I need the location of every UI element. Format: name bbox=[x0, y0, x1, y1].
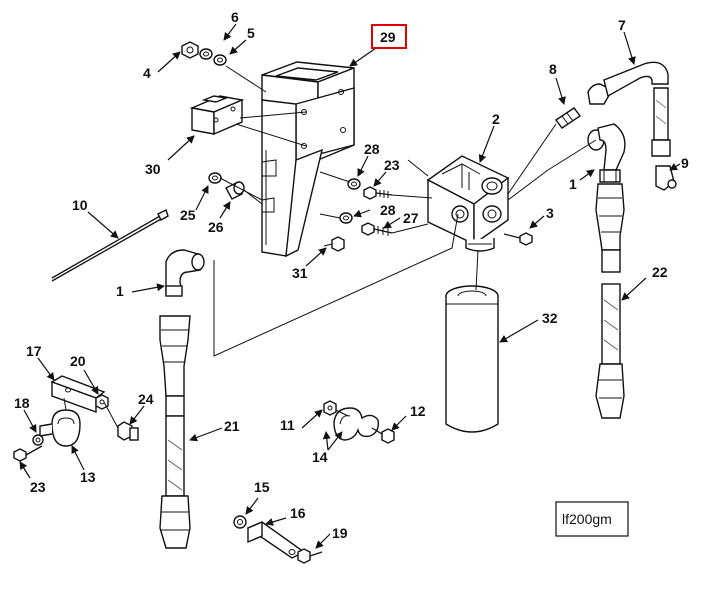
washer-28a[interactable] bbox=[347, 178, 361, 190]
clamp-bracket-17[interactable] bbox=[50, 375, 106, 413]
callout-32[interactable]: 32 bbox=[542, 310, 558, 326]
bolt-3[interactable] bbox=[503, 232, 533, 246]
bolt-27[interactable] bbox=[361, 222, 393, 236]
spacer-block[interactable] bbox=[189, 95, 245, 136]
callout-28-top[interactable]: 28 bbox=[364, 141, 380, 157]
callout-19[interactable]: 19 bbox=[332, 525, 348, 541]
callout-26[interactable]: 26 bbox=[208, 219, 224, 235]
nut-15[interactable] bbox=[233, 515, 247, 529]
leader-lines bbox=[19, 23, 681, 549]
washer-18[interactable] bbox=[32, 434, 44, 446]
callout-5[interactable]: 5 bbox=[247, 25, 255, 41]
callout-20[interactable]: 20 bbox=[70, 353, 86, 369]
bolt-19[interactable] bbox=[297, 548, 323, 564]
callout-6[interactable]: 6 bbox=[231, 9, 239, 25]
callout-12[interactable]: 12 bbox=[410, 403, 426, 419]
callout-30[interactable]: 30 bbox=[145, 161, 161, 177]
callout-15[interactable]: 15 bbox=[254, 479, 270, 495]
flat-washer[interactable] bbox=[213, 54, 227, 66]
bolt-23b[interactable] bbox=[13, 445, 43, 462]
callout-4[interactable]: 4 bbox=[143, 65, 151, 81]
filter-element[interactable] bbox=[445, 285, 499, 433]
fitting-24[interactable] bbox=[117, 421, 139, 441]
callout-24[interactable]: 24 bbox=[138, 391, 154, 407]
washer-25[interactable] bbox=[208, 172, 222, 184]
callout-1-left[interactable]: 1 bbox=[116, 283, 124, 299]
assembly-lines bbox=[63, 65, 597, 429]
callout-3[interactable]: 3 bbox=[546, 205, 554, 221]
filter-head[interactable] bbox=[426, 155, 510, 252]
callout-25[interactable]: 25 bbox=[180, 207, 196, 223]
callout-28-bottom[interactable]: 28 bbox=[380, 202, 396, 218]
nut-11[interactable] bbox=[323, 400, 337, 416]
callout-8[interactable]: 8 bbox=[549, 61, 557, 77]
highlight-box bbox=[371, 24, 407, 49]
hose-7[interactable] bbox=[587, 61, 671, 157]
bracket-16[interactable] bbox=[246, 520, 306, 559]
callout-27[interactable]: 27 bbox=[403, 210, 419, 226]
spacer-26[interactable] bbox=[225, 181, 245, 200]
callout-1-right[interactable]: 1 bbox=[569, 176, 577, 192]
hose-clamp-14[interactable] bbox=[333, 407, 380, 441]
callout-29[interactable]: 29 bbox=[380, 29, 396, 45]
nut-20[interactable] bbox=[95, 394, 109, 410]
hose-22[interactable] bbox=[595, 183, 625, 419]
bolt-12[interactable] bbox=[371, 427, 395, 444]
callout-14[interactable]: 14 bbox=[312, 449, 328, 465]
callout-17[interactable]: 17 bbox=[26, 343, 42, 359]
callout-labels: 29 6 5 4 7 8 2 9 1 28 23 30 25 26 28 27 … bbox=[14, 9, 689, 541]
fitting-8[interactable] bbox=[554, 107, 582, 129]
elbow-fitting-right[interactable] bbox=[587, 123, 626, 183]
bolt-31[interactable] bbox=[323, 236, 345, 252]
mounting-bracket[interactable] bbox=[261, 61, 355, 258]
clamp-13[interactable] bbox=[39, 409, 81, 447]
lock-washer[interactable] bbox=[199, 48, 213, 60]
callout-13[interactable]: 13 bbox=[80, 469, 96, 485]
callout-11[interactable]: 11 bbox=[280, 417, 295, 433]
callout-23-bottom[interactable]: 23 bbox=[30, 479, 46, 495]
callout-10[interactable]: 10 bbox=[72, 197, 88, 213]
callout-22[interactable]: 22 bbox=[652, 264, 668, 280]
callout-21[interactable]: 21 bbox=[224, 418, 240, 434]
callout-7[interactable]: 7 bbox=[618, 17, 626, 33]
callout-2[interactable]: 2 bbox=[492, 111, 500, 127]
elbow-9[interactable] bbox=[655, 165, 677, 191]
washer-28b[interactable] bbox=[339, 212, 353, 224]
callout-23-top[interactable]: 23 bbox=[384, 157, 400, 173]
elbow-fitting-left[interactable] bbox=[165, 249, 205, 297]
bolt-23a[interactable] bbox=[363, 186, 393, 200]
callout-9[interactable]: 9 bbox=[681, 155, 689, 171]
callout-16[interactable]: 16 bbox=[290, 505, 306, 521]
callout-18[interactable]: 18 bbox=[14, 395, 30, 411]
callout-31[interactable]: 31 bbox=[292, 265, 308, 281]
cable-tie[interactable] bbox=[51, 209, 169, 282]
drawing-id: lf200gm bbox=[555, 501, 629, 537]
drawing-id-label: lf200gm bbox=[562, 511, 612, 527]
nut[interactable] bbox=[181, 41, 199, 59]
hose-21[interactable] bbox=[159, 315, 191, 549]
